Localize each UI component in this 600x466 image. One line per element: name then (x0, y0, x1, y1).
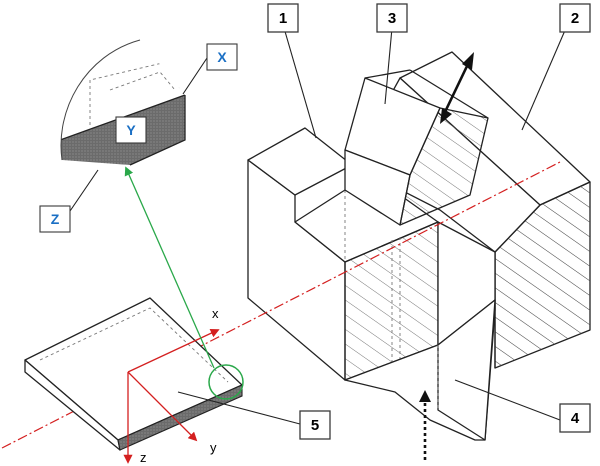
plate-4 (344, 221, 496, 441)
callout-1: 1 (267, 3, 317, 139)
detail-axis-y-label: Y (126, 122, 136, 138)
callout-4-label: 4 (571, 410, 580, 427)
detail-view (60, 39, 186, 166)
workpiece-axes (123, 328, 220, 464)
workpiece-5 (24, 297, 243, 451)
callout-1-label: 1 (279, 10, 287, 27)
detail-axis-z-label: Z (51, 211, 60, 227)
tool-motion-arrow (440, 52, 474, 124)
detail-highlight-circle (208, 364, 244, 400)
detail-axis-x-box (206, 43, 238, 71)
tool-3 (344, 69, 489, 226)
detail-axis-z-box (39, 205, 71, 233)
callout-3-label: 3 (388, 10, 396, 27)
callout-2: 2 (521, 3, 591, 131)
axis-label-x: x (212, 306, 219, 321)
axis-label-y: y (210, 440, 217, 455)
block-2 (399, 51, 591, 369)
feed-arrow (419, 390, 431, 460)
detail-axis-x-label: X (217, 49, 227, 65)
callout-3: 3 (376, 3, 408, 105)
detail-axis-y-box (115, 116, 147, 144)
callout-4: 4 (454, 379, 591, 433)
callout-2-label: 2 (571, 10, 579, 27)
detail-link-arrow (124, 166, 215, 369)
callout-5: 5 (177, 391, 331, 440)
callout-5-label: 5 (311, 417, 319, 434)
axis-label-z: z (140, 450, 147, 465)
